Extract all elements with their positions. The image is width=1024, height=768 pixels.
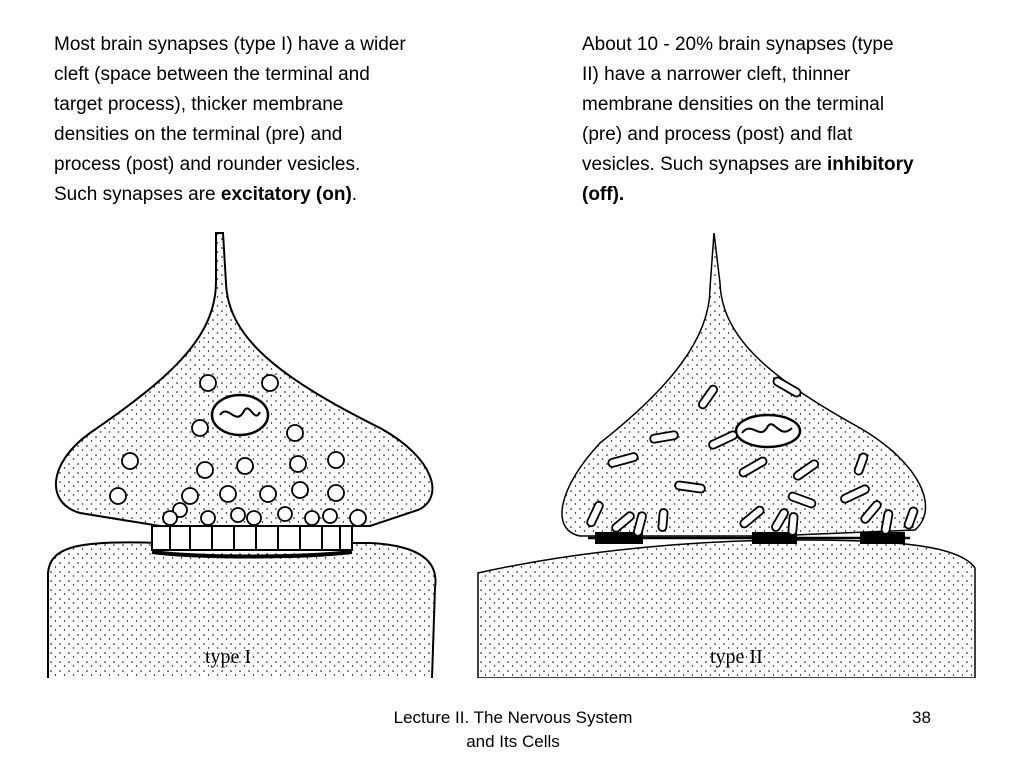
- mitochondrion: [734, 413, 802, 449]
- type1-line: .: [351, 184, 358, 205]
- type1-description: Most brain synapses (type I) have a wide…: [54, 30, 494, 210]
- type1-synapse-drawing: type I: [47, 232, 437, 679]
- type2-synapse-figure: type II: [470, 228, 990, 679]
- footer-line: and Its Cells: [466, 732, 560, 751]
- page-number: 38: [912, 708, 931, 727]
- type1-line: cleft (space between the terminal and: [54, 64, 370, 85]
- type2-synapse-drawing: type II: [477, 232, 976, 679]
- type2-line: About 10 - 20% brain synapses (type: [582, 34, 894, 55]
- type2-line: (pre) and process (post) and flat: [582, 124, 853, 145]
- postsynaptic-density: [151, 550, 353, 559]
- inhibitory-emphasis: inhibitory: [827, 154, 914, 175]
- type2-line: membrane densities on the terminal: [582, 94, 885, 115]
- mitochondrion-cristae: [219, 407, 261, 418]
- type2-label: type II: [710, 646, 763, 668]
- inhibitory-emphasis: (off).: [582, 184, 625, 205]
- synaptic-cleft: [151, 525, 353, 551]
- membrane-densities: [595, 532, 905, 544]
- type2-description: About 10 - 20% brain synapses (type II) …: [582, 30, 992, 210]
- type1-line: process (post) and rounder vesicles.: [54, 154, 361, 175]
- presynaptic-terminal: [561, 232, 927, 537]
- mitochondrion-cristae: [741, 423, 793, 434]
- postsynaptic-process: [477, 539, 976, 679]
- type2-line: II) have a narrower cleft, thinner: [582, 64, 851, 85]
- type1-line: Most brain synapses (type I) have a wide…: [54, 34, 406, 55]
- type1-label: type I: [205, 646, 251, 668]
- type1-line: Such synapses are: [54, 184, 221, 205]
- cleft-striations: [169, 526, 341, 550]
- footer-line: Lecture II. The Nervous System: [393, 708, 633, 727]
- lecture-footer: Lecture II. The Nervous System and Its C…: [358, 706, 668, 754]
- type1-synapse-figure: type I: [40, 228, 440, 679]
- round-vesicles: [109, 374, 367, 527]
- flat-vesicles: [586, 376, 919, 537]
- excitatory-emphasis: excitatory (on): [220, 184, 352, 205]
- type1-line: target process), thicker membrane: [54, 94, 344, 115]
- type1-line: densities on the terminal (pre) and: [54, 124, 343, 145]
- presynaptic-terminal: [55, 232, 434, 527]
- type2-line: vesicles. Such synapses are: [582, 154, 828, 175]
